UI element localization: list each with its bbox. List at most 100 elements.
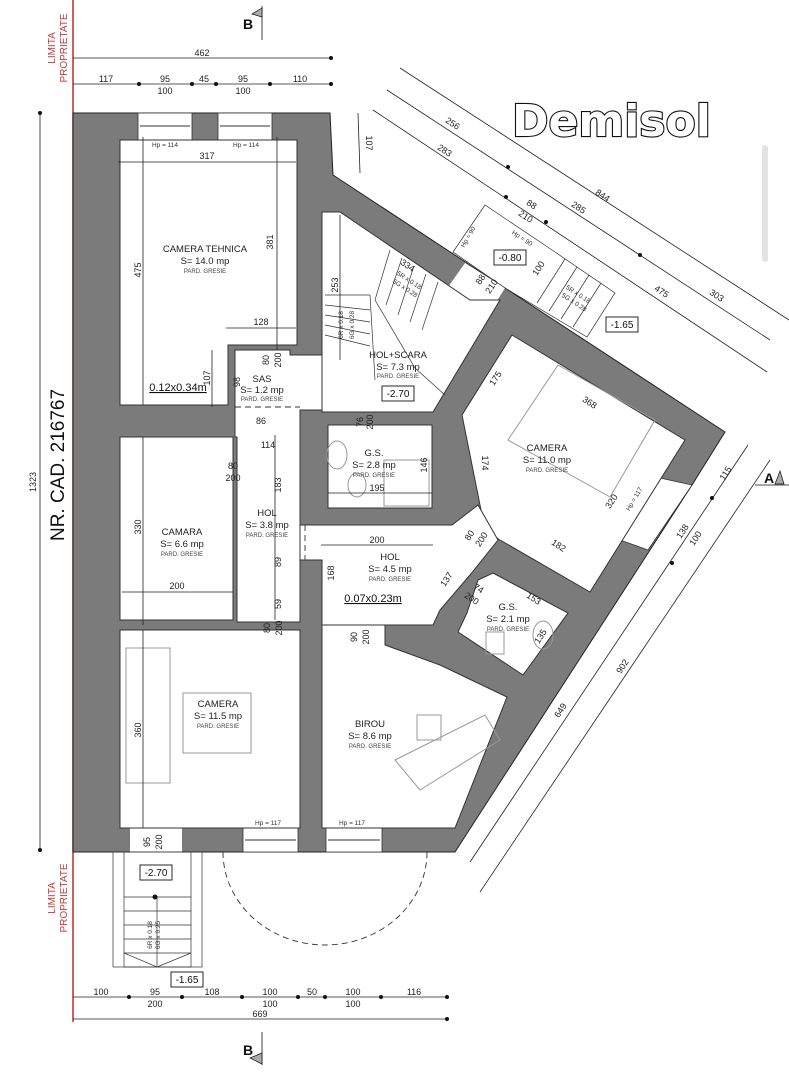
- dim-ext: 88: [525, 198, 539, 212]
- dim-bottom-total: 669: [252, 1009, 267, 1019]
- dim-top: 95: [238, 74, 248, 84]
- room-floor: PARD. GRESIE: [349, 744, 391, 750]
- room-name: SAS: [252, 374, 271, 385]
- opening-label: 0.12x0.34m: [149, 382, 206, 394]
- property-limit-bottom-1: LIMITA: [47, 882, 58, 914]
- dim-int: 360: [133, 722, 143, 737]
- dim-int: 80: [261, 355, 271, 365]
- room-name: BIROU: [355, 719, 385, 730]
- dim-int: 475: [133, 262, 143, 277]
- dim-bottom: 100: [93, 987, 108, 997]
- dim-left: 1323: [28, 472, 38, 492]
- dim-int: 183: [273, 477, 283, 492]
- dim-int: 76: [355, 417, 365, 427]
- left-dimension: 1323: [28, 111, 42, 852]
- room-name: HOL: [257, 508, 277, 519]
- sill-height: Hp = 114: [152, 142, 178, 149]
- bed: [507, 364, 656, 498]
- property-limit-top-1: LIMITA: [47, 32, 58, 64]
- svg-text:B: B: [243, 1042, 253, 1058]
- room-area: S= 1.2 mp: [240, 385, 284, 396]
- rug: [182, 692, 252, 754]
- dim-ext: 115: [717, 465, 733, 482]
- dim-top: 100: [157, 86, 172, 96]
- level: -2.70: [387, 389, 410, 400]
- dim-int: 253: [330, 277, 340, 292]
- room-floor: PARD. GRESIE: [184, 269, 226, 275]
- dim-top: 100: [235, 86, 250, 96]
- section-marker-b-top: B: [243, 6, 263, 40]
- dim-int: 168: [326, 565, 336, 580]
- rooms: [119, 139, 686, 829]
- room-floor: PARD. GRESIE: [526, 468, 568, 474]
- dim-top: 110: [293, 74, 307, 84]
- sill-height: Hp = 90: [460, 225, 478, 249]
- dim-ext: 256: [444, 115, 462, 132]
- room-area: S= 6.6 mp: [160, 539, 204, 550]
- room-area: S= 8.6 mp: [348, 731, 392, 742]
- stair-label: 6G x 0.28: [349, 311, 356, 340]
- dim-ext: 285: [570, 199, 588, 216]
- dim-int: 381: [265, 234, 275, 249]
- interior-stairs: [324, 249, 446, 396]
- dim-int: 114: [261, 440, 275, 450]
- dim-int: 90: [349, 632, 359, 642]
- room-name: CAMERA: [198, 699, 239, 710]
- room-area: S= 14.0 mp: [181, 256, 230, 267]
- chair: [416, 714, 442, 741]
- level: -1.65: [611, 320, 634, 331]
- dim-int: 200: [361, 629, 371, 644]
- room-name: HOL: [380, 552, 400, 563]
- cadastral-number: NR. CAD. 216767: [48, 389, 69, 541]
- room-area: S= 11.0 mp: [523, 455, 571, 466]
- dim-ext: 649: [552, 701, 569, 719]
- dim-int: 317: [199, 151, 214, 161]
- dim-int: 195: [369, 483, 384, 493]
- sill-height: Hp = 117: [339, 820, 365, 827]
- room-area: S= 7.3 mp: [376, 362, 420, 373]
- room-floor: PARD. GRESIE: [197, 724, 239, 730]
- dim-bottom: 108: [204, 987, 219, 997]
- dim-bottom: 100: [345, 999, 360, 1009]
- room-floor: PARD. GRESIE: [369, 577, 411, 583]
- dim-top: 95: [160, 74, 170, 84]
- stair-label: 6R x 0.18: [338, 311, 345, 339]
- dim-int: 89: [273, 557, 283, 567]
- scrollbar[interactable]: [762, 145, 768, 262]
- dim-ext: 138: [674, 522, 691, 540]
- furniture: [125, 364, 656, 791]
- room-sas-hol: [234, 349, 326, 623]
- dim-int: 59: [273, 599, 283, 609]
- room-name: G.S.: [364, 448, 383, 459]
- room-area: S= 2.8 mp: [352, 460, 396, 471]
- dim-ext: 107: [364, 135, 374, 150]
- room-area: S= 2.1 mp: [486, 614, 530, 625]
- room-name: CAMERA TEHNICA: [163, 244, 248, 255]
- windows: [130, 112, 693, 854]
- level: -1.65: [176, 975, 199, 986]
- dim-int: 146: [419, 457, 429, 472]
- svg-text:B: B: [243, 16, 253, 32]
- dim-bottom: 200: [147, 999, 162, 1009]
- level-markers: -0.80 -1.65 -2.70 -2.70 -1.65: [139, 249, 639, 988]
- dim-int: 80: [228, 461, 238, 471]
- room-labels: CAMERA TEHNICA S= 14.0 mp PARD. GRESIE S…: [160, 244, 571, 750]
- room-area: S= 4.5 mp: [368, 564, 412, 575]
- dim-top: 117: [99, 74, 113, 84]
- section-marker-a: A: [755, 469, 789, 486]
- dim-ext: 210: [517, 208, 535, 225]
- room-name: CAMERA: [527, 443, 568, 454]
- stair-label: 6G x 0.25: [155, 921, 162, 950]
- room-area: S= 11.5 mp: [194, 711, 242, 722]
- dim-ext: 902: [614, 657, 631, 675]
- dim-bottom: 50: [307, 987, 317, 997]
- room-name: CAMARA: [162, 527, 203, 538]
- dim-int: 330: [133, 519, 143, 534]
- dim-int: 200: [369, 535, 384, 545]
- dim-int: 200: [273, 352, 283, 367]
- room-name: G.S.: [498, 602, 517, 613]
- dim-int: 200: [169, 581, 184, 591]
- property-limit-top-2: PROPRIETATE: [59, 13, 70, 82]
- room-camera-tehnica: [119, 139, 298, 406]
